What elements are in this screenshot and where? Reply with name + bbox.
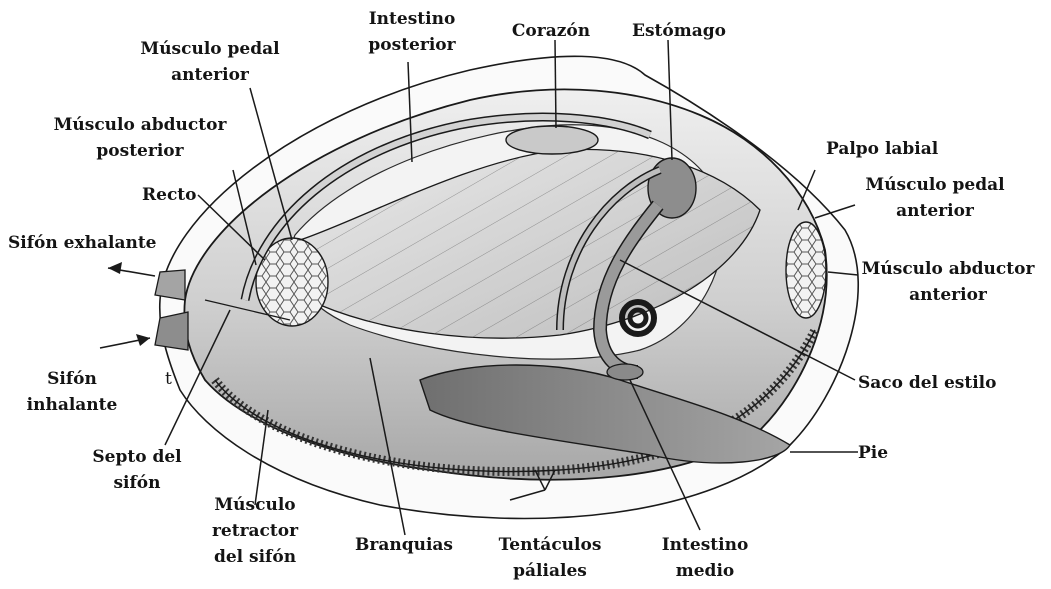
label-branquias: Branquias: [355, 532, 453, 558]
label-intestino-medio: Intestino medio: [650, 532, 760, 584]
label-saco-del-estilo: Saco del estilo: [858, 370, 996, 396]
label-estomago: Estómago: [624, 18, 734, 44]
label-sifon-exhalante: Sifón exhalante: [8, 230, 157, 256]
inhalant-arrow: [100, 334, 150, 348]
label-septo-del-sifon: Septo del sifón: [82, 444, 192, 496]
label-musculo-pedal-anterior-right: Músculo pedal anterior: [850, 172, 1020, 224]
anterior-adductor-muscle: [786, 222, 826, 318]
label-musculo-pedal-anterior-top: Músculo pedal anterior: [130, 36, 290, 88]
label-musculo-abductor-posterior: Músculo abductor posterior: [40, 112, 240, 164]
exhalant-arrow: [108, 262, 155, 276]
label-pie: Pie: [858, 440, 888, 466]
label-sifon-inhalante: Sifón inhalante: [22, 366, 122, 418]
heart: [506, 126, 598, 154]
label-musculo-retractor-del-sifon: Músculo retractor del sifón: [200, 492, 310, 570]
label-tentaculos-paliales: Tentáculos páliales: [485, 532, 615, 584]
label-recto: Recto: [142, 182, 197, 208]
label-intestino-posterior: Intestino posterior: [362, 6, 462, 58]
label-corazon: Corazón: [496, 18, 606, 44]
label-musculo-abductor-anterior: Músculo abductor anterior: [848, 256, 1048, 308]
label-palpo-labial: Palpo labial: [826, 136, 938, 162]
label-t: t: [165, 366, 172, 392]
